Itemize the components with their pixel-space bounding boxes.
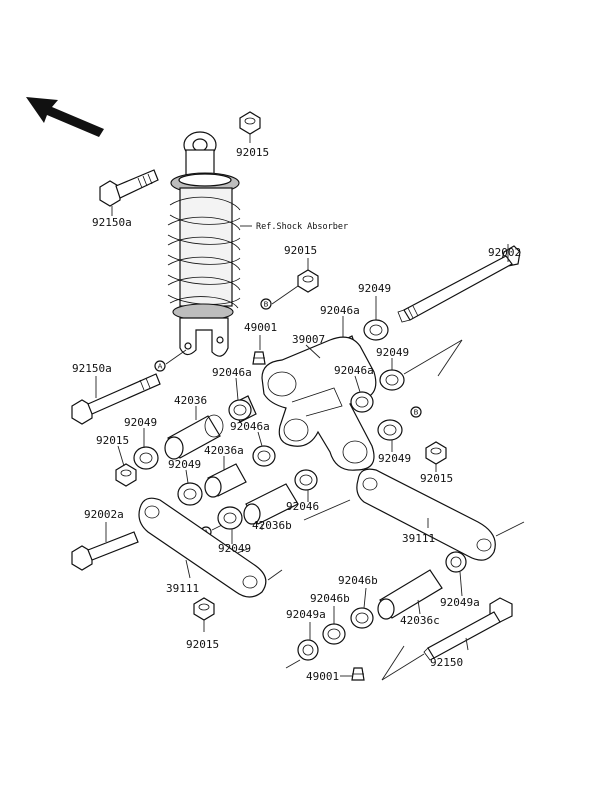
front-direction-arrow-icon (26, 97, 104, 137)
bearing-92046a-l1 (228, 395, 257, 423)
svg-text:B: B (414, 409, 419, 417)
sleeve-42036b (243, 483, 299, 525)
label-92049-r3: 92049 (378, 452, 411, 465)
nut-92015-left (115, 463, 137, 487)
label-92049-l1: 92049 (124, 416, 157, 429)
label-39111-left: 39111 (166, 582, 199, 595)
sleeve-42036 (164, 414, 224, 460)
tie-rod-39111-left (138, 497, 267, 598)
label-92046b-2: 92046b (310, 592, 350, 605)
nut-92015-bottom (193, 597, 215, 621)
nut-92015-right (425, 441, 447, 465)
label-92046a-l1: 92046a (212, 366, 252, 379)
collar-92049a-2 (297, 639, 319, 661)
label-92015-mid: 92015 (284, 244, 317, 257)
marker-b-right: B (410, 406, 422, 418)
bolt-92002a (71, 531, 139, 571)
bearing-92046a-l2 (252, 445, 276, 467)
label-92049a-1: 92049a (440, 596, 480, 609)
bolt-92002 (397, 245, 521, 323)
label-92150a-mid: 92150a (72, 362, 112, 375)
label-92150a-top: 92150a (92, 216, 132, 229)
nut-92015-top (239, 111, 261, 135)
grease-nipple-49001-top (252, 351, 266, 365)
label-92049-bottom: 92049 (218, 542, 251, 555)
collar-92049a-1 (445, 551, 467, 573)
bearing-92046b-1 (350, 607, 374, 629)
label-92049-l2: 92049 (168, 458, 201, 471)
label-49001-bottom: 49001 (306, 670, 339, 683)
label-92150: 92150 (430, 656, 463, 669)
bolt-92150 (423, 597, 513, 661)
rocker-arm-39007 (261, 336, 377, 471)
svg-text:B: B (264, 301, 269, 309)
shock-absorber (167, 131, 241, 357)
collar-92049-r1 (363, 319, 389, 341)
bolt-92150a-top (99, 169, 159, 207)
label-92015-bottom: 92015 (186, 638, 219, 651)
collar-92049-r3 (377, 419, 403, 441)
label-42036: 42036 (174, 394, 207, 407)
label-92015-right: 92015 (420, 472, 453, 485)
bearing-92046b-2 (322, 623, 346, 645)
bearing-92046a-r2 (350, 391, 374, 413)
label-92046: 92046 (286, 500, 319, 513)
label-42036a: 42036a (204, 444, 244, 457)
label-92049a-2: 92049a (286, 608, 326, 621)
marker-b-shock: B (260, 298, 272, 310)
label-92002: 92002 (488, 246, 521, 259)
label-42036c: 42036c (400, 614, 440, 627)
nut-92015-mid (297, 269, 319, 293)
label-92015-top: 92015 (236, 146, 269, 159)
label-92046a-l2: 92046a (230, 420, 270, 433)
label-92002a: 92002a (84, 508, 124, 521)
label-92046b-1: 92046b (338, 574, 378, 587)
label-39111-right: 39111 (402, 532, 435, 545)
collar-92049-l1 (133, 446, 159, 470)
label-39007: 39007 (292, 333, 325, 346)
collar-92049-l2 (177, 482, 203, 506)
sleeve-42036c (377, 569, 443, 620)
label-49001-top: 49001 (244, 321, 277, 334)
collar-92049-bottom (217, 506, 243, 530)
label-42036b: 42036b (252, 519, 292, 532)
sleeve-42036a (204, 463, 247, 498)
bolt-92150a-mid (71, 373, 161, 425)
label-92049-r2: 92049 (376, 346, 409, 359)
ref-shock-absorber-note: Ref.Shock Absorber (256, 222, 348, 232)
label-92046a-r2: 92046a (334, 364, 374, 377)
label-92049-r1: 92049 (358, 282, 391, 295)
marker-a-shock: A (154, 360, 166, 372)
bearing-92046 (294, 469, 318, 491)
label-92015-left: 92015 (96, 434, 129, 447)
grease-nipple-49001-bottom (351, 667, 365, 681)
tie-rod-39111-right (356, 468, 496, 561)
label-92046a-r1: 92046a (320, 304, 360, 317)
collar-92049-r2 (379, 369, 405, 391)
svg-text:A: A (158, 363, 163, 371)
